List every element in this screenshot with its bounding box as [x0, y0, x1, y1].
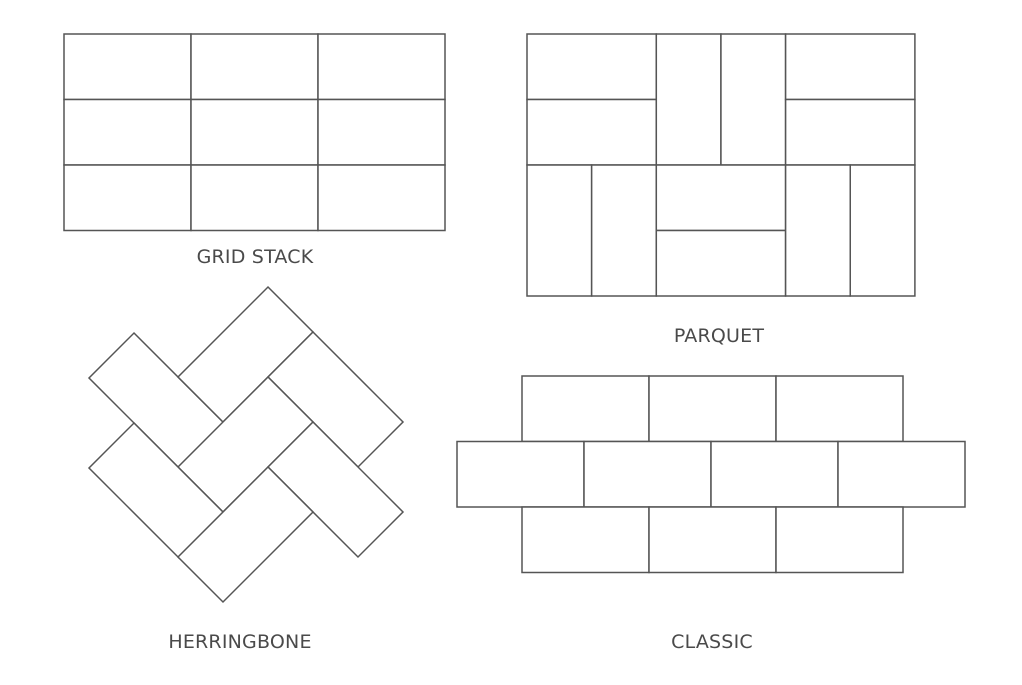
- parquet-tile: [655, 33, 722, 166]
- parquet-tile: [849, 164, 916, 297]
- classic-tile: [837, 440, 966, 508]
- parquet-tile: [526, 164, 593, 297]
- grid-stack-tile: [317, 98, 446, 166]
- parquet-tile: [526, 98, 658, 166]
- parquet-tile: [655, 229, 787, 297]
- grid-stack-tile: [63, 164, 192, 232]
- classic-tile: [583, 440, 712, 508]
- grid-stack-tile: [190, 98, 319, 166]
- parquet-tile: [720, 33, 787, 166]
- parquet-tile: [784, 164, 851, 297]
- grid-stack-tile: [63, 98, 192, 166]
- classic-tile: [648, 506, 777, 574]
- herringbone-tile: [266, 420, 405, 559]
- parquet-tile: [784, 98, 916, 166]
- parquet-pattern: [526, 33, 916, 297]
- herringbone-label: HERRINGBONE: [168, 631, 312, 653]
- grid-stack-tile: [317, 164, 446, 232]
- classic-tile: [521, 506, 650, 574]
- classic-label: CLASSIC: [671, 631, 753, 653]
- classic-tile: [775, 375, 904, 443]
- grid-stack-label: GRID STACK: [196, 246, 314, 268]
- grid-stack-pattern: [63, 33, 446, 232]
- classic-tile: [710, 440, 839, 508]
- parquet-label: PARQUET: [673, 325, 765, 347]
- classic-tile: [456, 440, 585, 508]
- grid-stack-tile: [190, 164, 319, 232]
- classic-tile: [648, 375, 777, 443]
- grid-stack-tile: [317, 33, 446, 101]
- classic-pattern: [456, 375, 966, 574]
- parquet-tile: [526, 33, 658, 101]
- herringbone-tile: [176, 465, 315, 604]
- parquet-tile: [590, 164, 658, 297]
- grid-stack-tile: [63, 33, 192, 101]
- parquet-tile: [784, 33, 916, 101]
- herringbone-pattern: [87, 285, 405, 604]
- parquet-tile: [655, 164, 787, 232]
- classic-tile: [775, 506, 904, 574]
- grid-stack-tile: [190, 33, 319, 101]
- classic-tile: [521, 375, 650, 443]
